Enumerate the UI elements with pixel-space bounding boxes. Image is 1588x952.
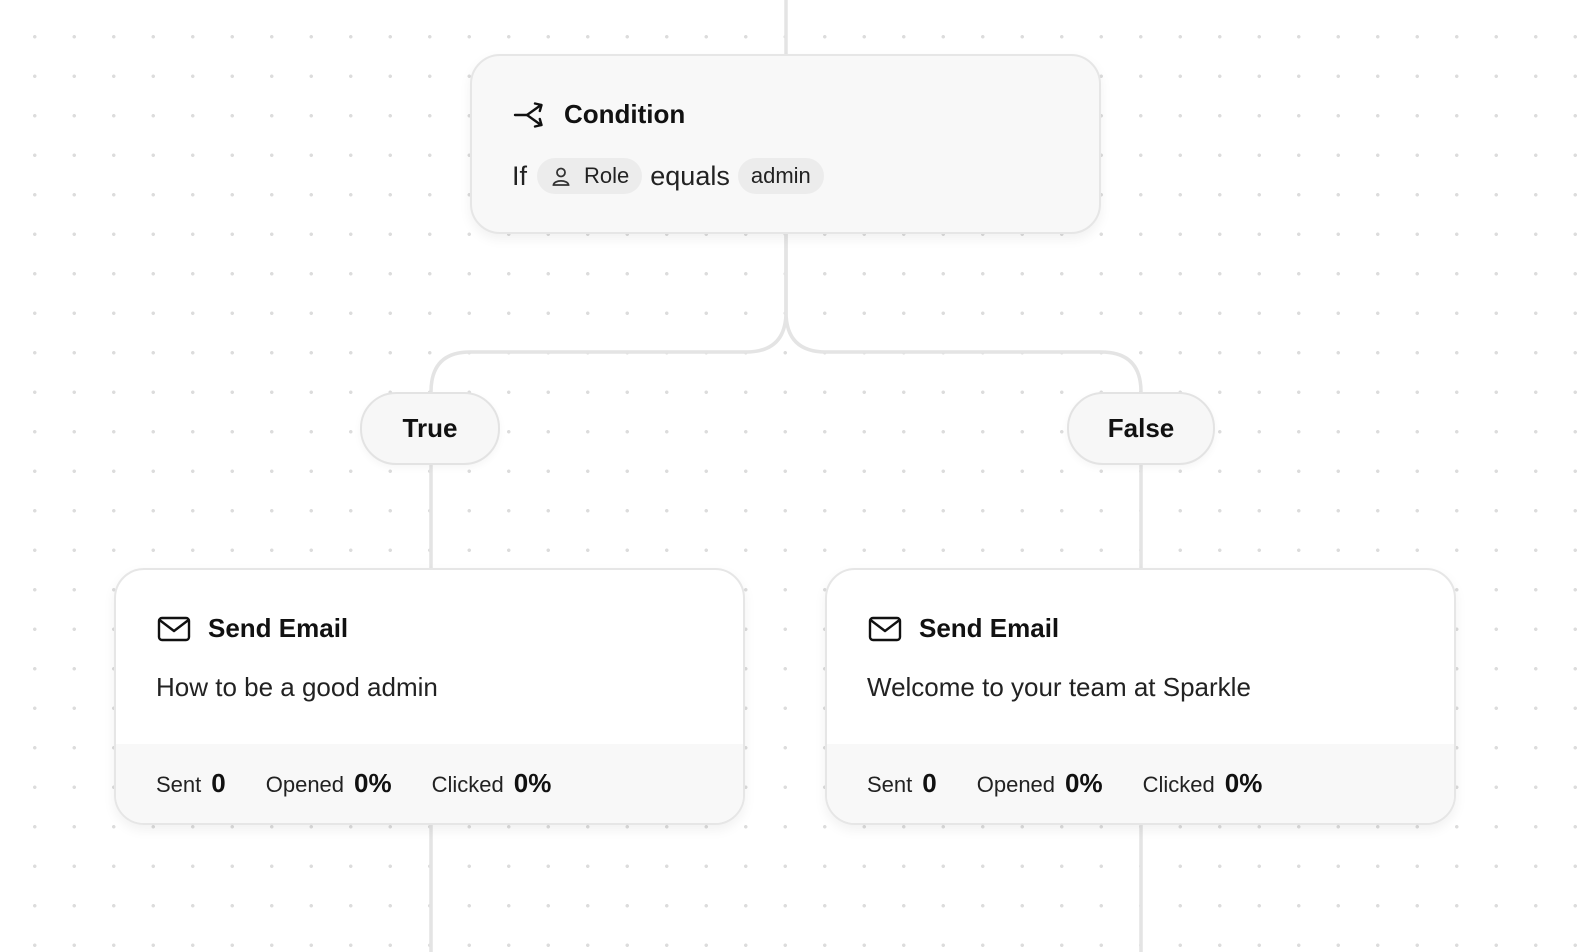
stat-sent: Sent 0 [867, 768, 937, 799]
condition-expression: If Role equals admin [512, 158, 832, 194]
stat-clicked-label: Clicked [1142, 772, 1215, 797]
split-arrow-icon [512, 100, 548, 130]
envelope-icon [156, 614, 192, 644]
stat-clicked-label: Clicked [431, 772, 504, 797]
stat-sent-value: 0 [211, 768, 226, 798]
condition-header: Condition [512, 99, 685, 130]
branch-true-label[interactable]: True [360, 392, 500, 465]
connector-condition-false [784, 234, 1143, 393]
condition-if-label: If [512, 160, 528, 191]
send-email-node-true[interactable]: Send Email How to be a good admin Sent 0… [114, 568, 745, 825]
condition-title: Condition [564, 99, 686, 129]
email-stats: Sent 0 Opened 0% Clicked 0% [116, 744, 743, 823]
email-title: Send Email [208, 613, 349, 643]
stat-clicked: Clicked 0% [432, 768, 552, 799]
condition-value: admin [750, 163, 811, 188]
stat-sent: Sent 0 [156, 768, 226, 799]
email-subject: How to be a good admin [156, 672, 438, 702]
envelope-icon [867, 614, 903, 644]
email-subject: Welcome to your team at Sparkle [867, 672, 1251, 702]
stat-clicked: Clicked 0% [1143, 768, 1263, 799]
send-email-node-false[interactable]: Send Email Welcome to your team at Spark… [825, 568, 1456, 825]
email-title: Send Email [919, 613, 1060, 643]
branch-false-label[interactable]: False [1067, 392, 1215, 465]
stat-opened: Opened 0% [266, 768, 392, 799]
email-header: Send Email [156, 613, 348, 644]
condition-operator: equals [650, 160, 730, 191]
condition-field-pill[interactable]: Role [537, 158, 643, 194]
stat-clicked-value: 0% [1224, 768, 1263, 798]
stat-clicked-value: 0% [513, 768, 552, 798]
stat-sent-label: Sent [867, 772, 913, 797]
stat-opened-label: Opened [976, 772, 1056, 797]
email-stats: Sent 0 Opened 0% Clicked 0% [827, 744, 1454, 823]
condition-node[interactable]: Condition If Role equals admin [470, 54, 1101, 234]
email-header: Send Email [867, 613, 1059, 644]
stat-sent-label: Sent [156, 772, 202, 797]
stat-opened-label: Opened [265, 772, 345, 797]
condition-value-pill[interactable]: admin [737, 158, 824, 194]
stat-sent-value: 0 [922, 768, 937, 798]
condition-field: Role [584, 163, 630, 188]
stat-opened-value: 0% [354, 768, 392, 798]
connector-condition-true [429, 234, 788, 393]
stat-opened-value: 0% [1065, 768, 1103, 798]
person-icon [550, 165, 572, 187]
stat-opened: Opened 0% [977, 768, 1103, 799]
